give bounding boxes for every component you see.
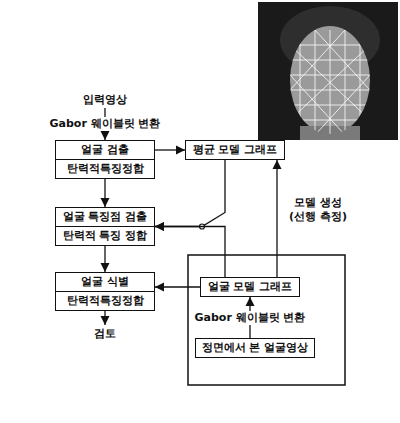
diagram-label: 입력영상: [81, 93, 129, 107]
connector-arrow: [276, 160, 277, 277]
process-box: 정면에서 본 얼굴영상: [195, 338, 315, 358]
process-box: 얼굴 특징점 검출탄력적 특징 정합: [55, 207, 155, 246]
process-box: 평균 모델 그래프: [185, 140, 285, 160]
box-title: 얼굴 모델 그래프: [201, 278, 299, 296]
connector-arrow: [155, 227, 225, 278]
output-arrow: [104, 310, 105, 325]
box-body: 탄력적특징정합: [56, 291, 154, 310]
diagram-label: 검토: [92, 327, 118, 341]
box-title: 평균 모델 그래프: [186, 141, 284, 159]
face-photo: [258, 2, 398, 140]
box-title: 얼굴 식별: [56, 273, 154, 291]
connector-arrow: [155, 286, 200, 287]
connector-arrow: [155, 160, 225, 227]
diagram-label: 모델 생성 (선행 측정): [283, 196, 353, 224]
connector-arrow: [104, 179, 105, 207]
face: [290, 26, 370, 134]
box-title: 얼굴 특징점 검출: [56, 208, 154, 226]
process-box: 얼굴 검출탄력적특징정합: [55, 140, 155, 179]
box-body: 탄력적 특징 정합: [56, 226, 154, 245]
box-body: 탄력적특징정합: [56, 159, 154, 178]
process-box: 얼굴 식별탄력적특징정합: [55, 272, 155, 311]
box-title: 정면에서 본 얼굴영상: [196, 339, 314, 357]
model-group-frame: [188, 255, 345, 385]
diagram-label: Gabor 웨이블릿 변환: [48, 117, 163, 131]
connector-arrow: [155, 149, 185, 150]
process-box: 얼굴 모델 그래프: [200, 277, 300, 297]
box-title: 얼굴 검출: [56, 141, 154, 159]
face-mesh: [290, 30, 370, 135]
edge-label: Gabor 웨이블릿 변환: [193, 311, 308, 325]
connector-arrow: [104, 246, 105, 272]
